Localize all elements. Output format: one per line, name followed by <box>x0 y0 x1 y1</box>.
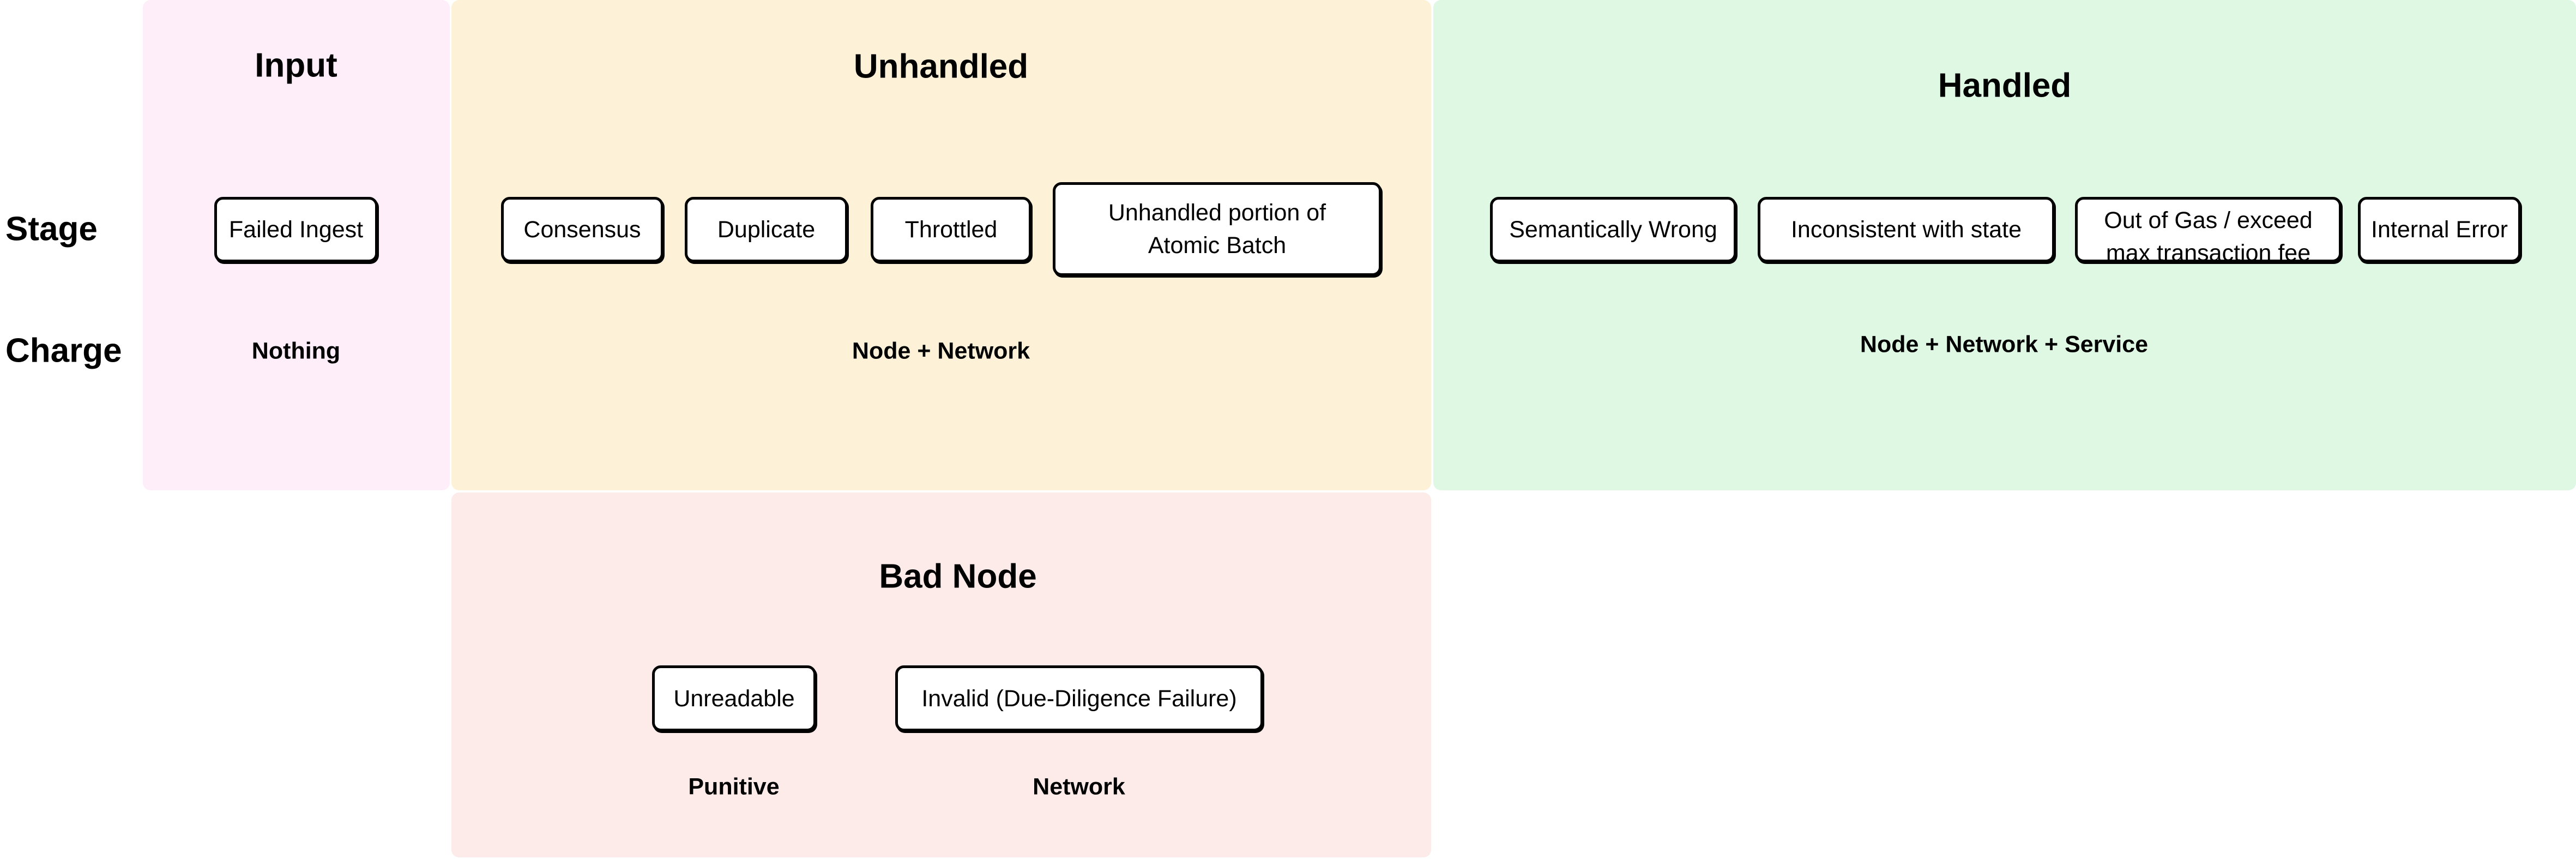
panel-handled: Handled Semantically Wrong Inconsistent … <box>1433 0 2576 490</box>
charge-bad-node-network: Network <box>1033 773 1125 800</box>
stage-box-inconsistent-with-state: Inconsistent with state <box>1758 197 2055 262</box>
stage-box-consensus: Consensus <box>501 197 663 262</box>
stage-box-invalid-due-diligence: Invalid (Due-Diligence Failure) <box>895 665 1263 731</box>
stage-box-duplicate-label: Duplicate <box>717 217 816 243</box>
charge-bad-node-punitive: Punitive <box>688 773 780 800</box>
panel-bad-node-title: Bad Node <box>879 557 1037 596</box>
stage-box-unhandled-atomic-batch: Unhandled portion of Atomic Batch <box>1053 182 1381 276</box>
panel-input: Input Failed Ingest Nothing <box>143 0 450 490</box>
charge-handled: Node + Network + Service <box>1860 331 2149 358</box>
charge-input: Nothing <box>251 338 341 364</box>
stage-box-unhandled-atomic-batch-label: Unhandled portion of Atomic Batch <box>1108 200 1326 259</box>
stage-box-consensus-label: Consensus <box>523 217 641 243</box>
row-header-stage: Stage <box>5 210 98 248</box>
stage-box-duplicate: Duplicate <box>685 197 848 262</box>
stage-box-throttled-label: Throttled <box>904 217 998 243</box>
panel-handled-title: Handled <box>1938 67 2072 105</box>
stage-box-out-of-gas-label: Out of Gas / exceed max transaction fee <box>2104 207 2313 266</box>
panel-input-title: Input <box>255 46 337 85</box>
stage-box-failed-ingest-label: Failed Ingest <box>228 217 364 243</box>
row-header-charge: Charge <box>5 332 122 370</box>
stage-box-internal-error-label: Internal Error <box>2371 217 2508 243</box>
stage-box-inconsistent-with-state-label: Inconsistent with state <box>1790 217 2022 243</box>
charge-unhandled: Node + Network <box>852 338 1030 364</box>
stage-box-invalid-due-diligence-label: Invalid (Due-Diligence Failure) <box>921 685 1237 712</box>
stage-box-failed-ingest: Failed Ingest <box>214 197 378 262</box>
stage-box-out-of-gas: Out of Gas / exceed max transaction fee <box>2075 197 2342 266</box>
panel-bad-node: Bad Node Unreadable Invalid (Due-Diligen… <box>451 492 1431 857</box>
stage-box-semantically-wrong-label: Semantically Wrong <box>1509 217 1717 243</box>
stage-box-unreadable-label: Unreadable <box>673 685 795 712</box>
stage-box-unreadable: Unreadable <box>652 665 816 731</box>
panel-unhandled: Unhandled Consensus Duplicate Throttled … <box>451 0 1431 490</box>
stage-box-internal-error: Internal Error <box>2358 197 2521 262</box>
stage-box-throttled: Throttled <box>871 197 1031 262</box>
panel-unhandled-title: Unhandled <box>853 47 1029 86</box>
stage-box-semantically-wrong: Semantically Wrong <box>1490 197 1736 262</box>
